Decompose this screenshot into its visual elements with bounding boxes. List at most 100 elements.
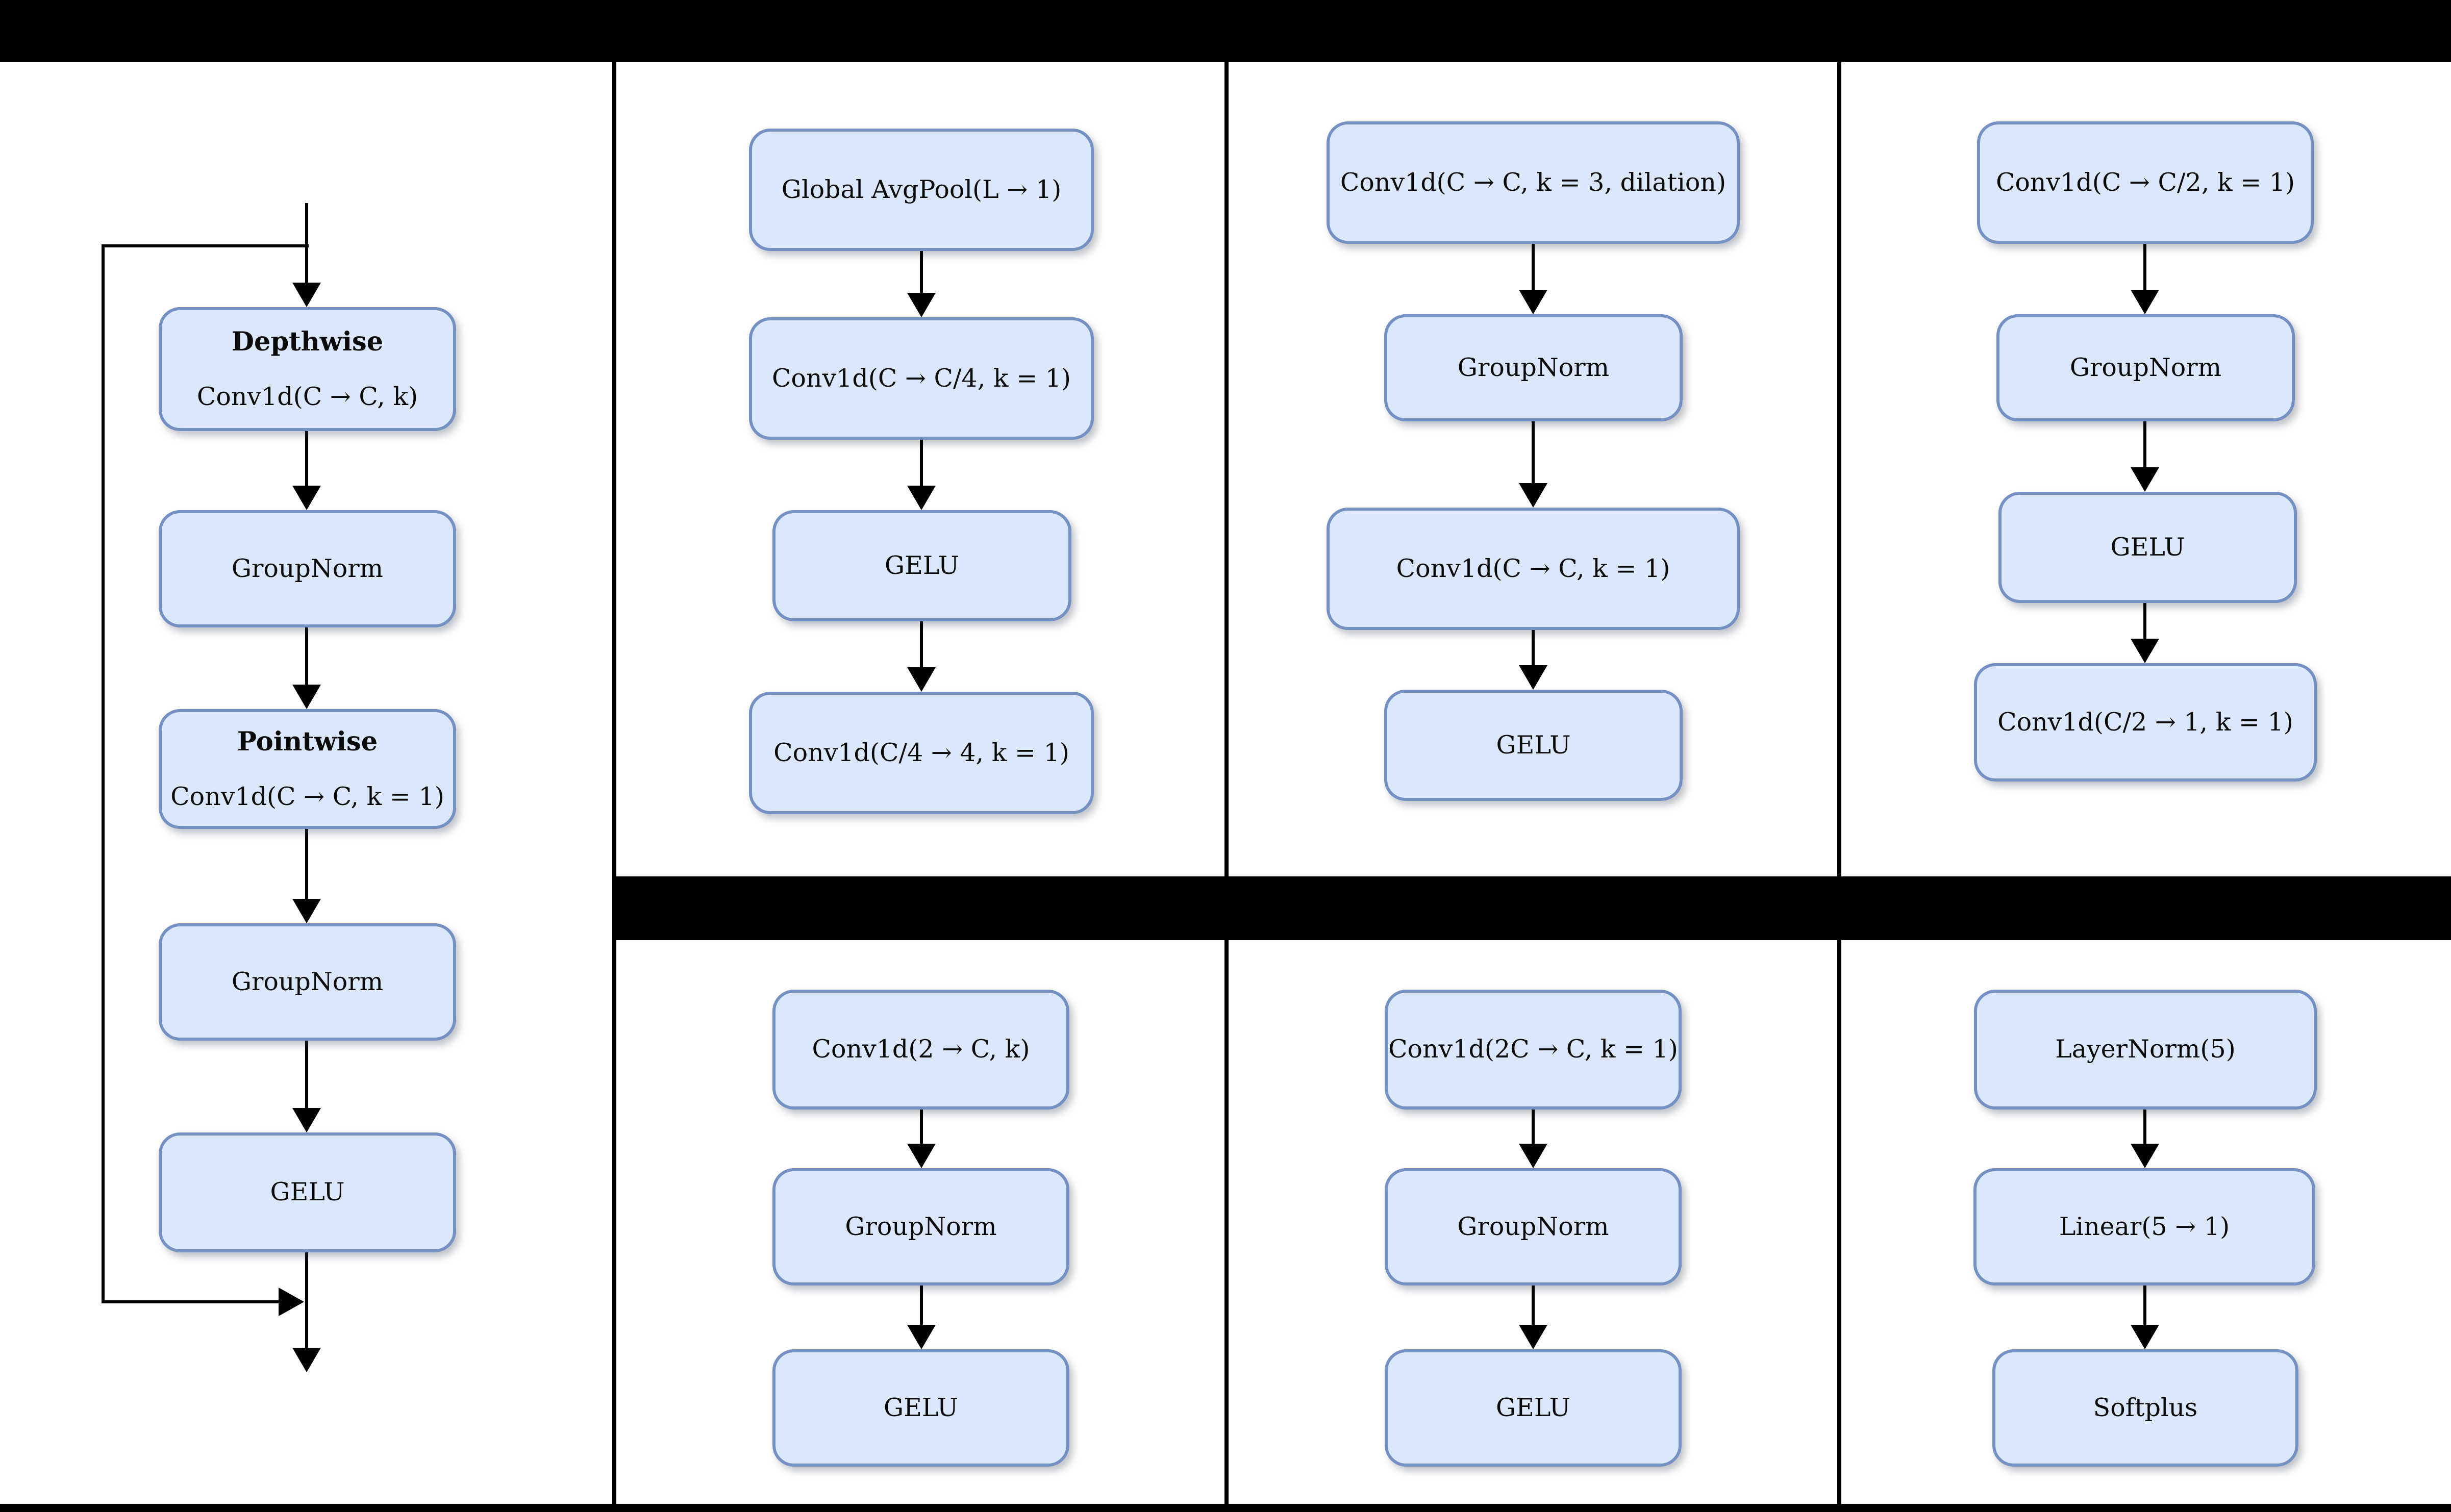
- node-label: Linear(5 → 1): [2059, 1212, 2230, 1241]
- arrow-line: [305, 203, 308, 284]
- node-gelu: GELU: [1998, 492, 2297, 603]
- middle-black-band: [612, 876, 2451, 940]
- node-gelu: GELU: [159, 1132, 456, 1252]
- arrow-line: [305, 627, 308, 685]
- arrowhead-down-icon: [2131, 639, 2159, 663]
- arrowhead-down-icon: [292, 1108, 321, 1132]
- arrow-line: [305, 431, 308, 487]
- arrowhead-down-icon: [292, 1348, 321, 1372]
- node-conv1d: Conv1d(2 → C, k): [772, 990, 1069, 1110]
- arrow-line: [2143, 1286, 2146, 1325]
- arrowhead-down-icon: [2131, 1144, 2159, 1168]
- arrowhead-down-icon: [907, 667, 936, 692]
- arrowhead-down-icon: [2131, 290, 2159, 314]
- arrow-line: [2143, 421, 2146, 467]
- node-label: Conv1d(2C → C, k = 1): [1388, 1035, 1678, 1064]
- arrowhead-down-icon: [907, 1144, 936, 1168]
- arrow-line: [920, 251, 923, 293]
- node-groupnorm: GroupNorm: [1384, 314, 1683, 421]
- skip-arrowhead-right-icon: [279, 1288, 304, 1316]
- node-groupnorm: GroupNorm: [1996, 314, 2295, 421]
- node-gelu: GELU: [1385, 1349, 1682, 1467]
- node-label: GELU: [2110, 532, 2185, 562]
- panel-divider: [1224, 62, 1229, 1504]
- arrow-line: [305, 829, 308, 899]
- node-groupnorm: GroupNorm: [1385, 1168, 1682, 1286]
- node-label: GroupNorm: [231, 967, 384, 996]
- arrowhead-down-icon: [1519, 1325, 1547, 1349]
- node-label: GELU: [883, 1393, 959, 1422]
- node-conv1d: Conv1d(2C → C, k = 1): [1385, 990, 1682, 1110]
- node-groupnorm: GroupNorm: [772, 1168, 1069, 1286]
- node-label: Conv1d(C/2 → 1, k = 1): [1997, 707, 2293, 737]
- node-depthwise-conv: Depthwise Conv1d(C → C, k): [159, 307, 456, 431]
- node-label: LayerNorm(5): [2055, 1035, 2236, 1064]
- node-gelu: GELU: [772, 1349, 1069, 1467]
- node-dilated-conv1d: Conv1d(C → C, k = 3, dilation): [1327, 121, 1740, 244]
- arrow-line: [1532, 630, 1535, 665]
- node-label: Conv1d(C → C/4, k = 1): [771, 363, 1071, 393]
- arrowhead-down-icon: [1519, 483, 1547, 508]
- arrowhead-down-icon: [2131, 1325, 2159, 1349]
- node-label: GroupNorm: [231, 553, 384, 583]
- arrowhead-down-icon: [2131, 467, 2159, 492]
- node-conv1d: Conv1d(C/2 → 1, k = 1): [1974, 663, 2317, 782]
- arrow-line: [920, 621, 923, 667]
- arrow-line: [305, 1041, 308, 1108]
- node-label: GELU: [1495, 1393, 1571, 1422]
- node-conv1d: Conv1d(C/4 → 4, k = 1): [749, 692, 1094, 814]
- node-label: Conv1d(C → C, k = 1): [1396, 553, 1670, 583]
- arrow-line: [920, 1110, 923, 1144]
- node-label: Conv1d(C → C, k): [196, 382, 418, 411]
- node-conv1d: Conv1d(C → C/2, k = 1): [1977, 121, 2314, 244]
- top-black-bar: [0, 0, 2451, 62]
- node-label: Conv1d(C → C, k = 3, dilation): [1340, 167, 1727, 197]
- node-label: GroupNorm: [845, 1212, 997, 1241]
- arrowhead-down-icon: [1519, 1144, 1547, 1168]
- node-title: Depthwise: [231, 326, 384, 357]
- node-conv1d: Conv1d(C → C/4, k = 1): [749, 317, 1094, 440]
- node-pointwise-conv: Pointwise Conv1d(C → C, k = 1): [159, 709, 456, 829]
- arrowhead-down-icon: [907, 293, 936, 317]
- node-label: Conv1d(C → C, k = 1): [170, 782, 444, 811]
- arrow-line: [920, 440, 923, 486]
- skip-connection-line: [102, 244, 309, 247]
- arrow-line: [2143, 244, 2146, 290]
- node-gelu: GELU: [772, 510, 1071, 621]
- node-label: Global AvgPool(L → 1): [781, 174, 1062, 204]
- arrow-line: [305, 1252, 308, 1348]
- panel-divider: [612, 62, 616, 1504]
- arrowhead-down-icon: [907, 486, 936, 510]
- arrow-line: [920, 1286, 923, 1325]
- node-label: GELU: [884, 550, 960, 580]
- node-label: GroupNorm: [2069, 352, 2222, 382]
- bottom-black-bar: [0, 1504, 2451, 1512]
- arrow-line: [2143, 603, 2146, 639]
- node-global-avgpool: Global AvgPool(L → 1): [749, 129, 1094, 251]
- arrow-line: [1532, 244, 1535, 290]
- node-label: Conv1d(2 → C, k): [812, 1035, 1030, 1064]
- node-label: GELU: [1496, 730, 1571, 760]
- node-gelu: GELU: [1384, 690, 1683, 801]
- node-label: GroupNorm: [1457, 352, 1610, 382]
- node-groupnorm: GroupNorm: [159, 923, 456, 1041]
- node-groupnorm: GroupNorm: [159, 510, 456, 627]
- arrow-line: [1532, 1286, 1535, 1325]
- arrowhead-down-icon: [907, 1325, 936, 1349]
- panel-divider: [1837, 62, 1841, 1504]
- node-linear: Linear(5 → 1): [1973, 1168, 2315, 1286]
- arrow-line: [2143, 1110, 2146, 1144]
- arrowhead-down-icon: [1519, 665, 1547, 690]
- node-label: Softplus: [2093, 1393, 2198, 1422]
- node-label: GELU: [270, 1177, 345, 1207]
- arrowhead-down-icon: [292, 685, 321, 709]
- skip-connection-line: [102, 1300, 280, 1303]
- node-label: Conv1d(C → C/2, k = 1): [1995, 167, 2295, 197]
- node-softplus: Softplus: [1992, 1349, 2298, 1467]
- node-label: Conv1d(C/4 → 4, k = 1): [773, 738, 1069, 767]
- node-conv1d: Conv1d(C → C, k = 1): [1327, 508, 1740, 630]
- node-title: Pointwise: [237, 726, 378, 757]
- skip-connection-line: [102, 244, 105, 1303]
- arrowhead-down-icon: [1519, 290, 1547, 314]
